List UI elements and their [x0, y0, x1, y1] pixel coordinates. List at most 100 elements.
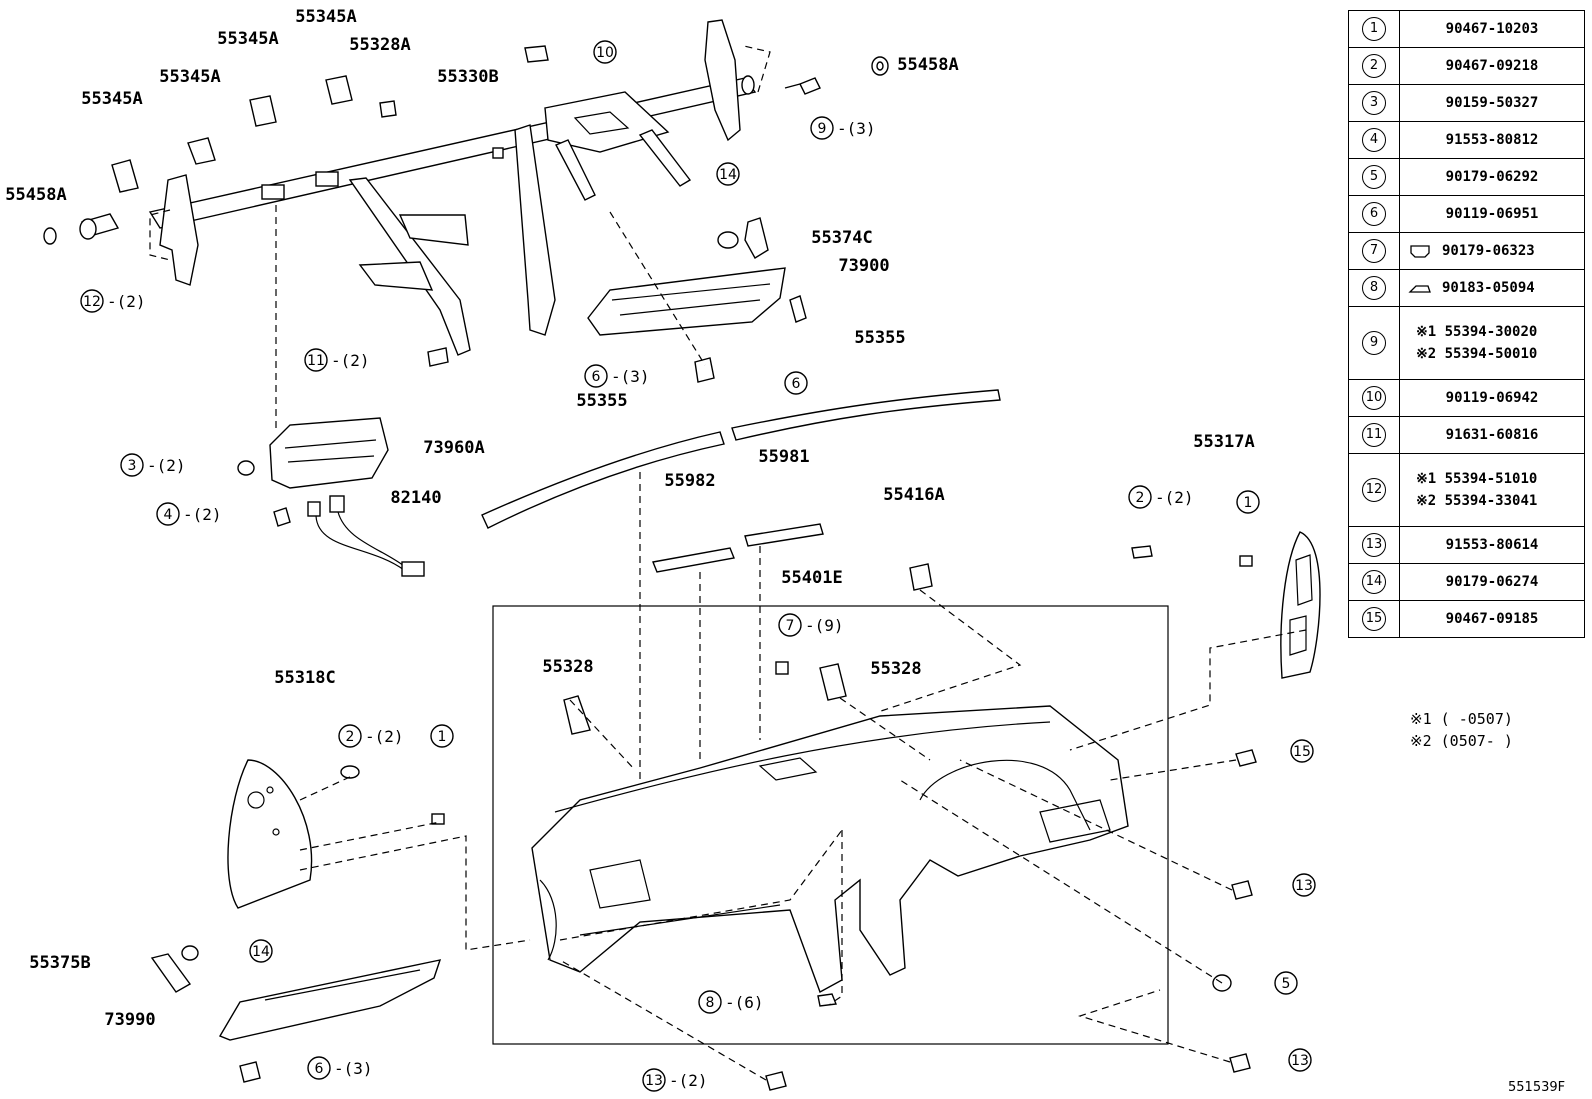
vent-55982 — [652, 547, 735, 573]
legend-part-cell: 90467-09218 — [1399, 47, 1585, 85]
callout-marker: 15 — [1290, 739, 1314, 763]
marker-circle — [1290, 739, 1314, 763]
marker-number: 12 — [83, 294, 101, 310]
legend-index-cell: 7 — [1348, 232, 1400, 270]
marker-number: 3 — [128, 458, 137, 474]
legend-part-cell: 91631-60816 — [1399, 416, 1585, 454]
legend-part-cell: 91553-80812 — [1399, 121, 1585, 159]
clip-8 — [817, 993, 837, 1007]
marker-circle — [156, 502, 180, 526]
legend-index: 9 — [1362, 331, 1386, 355]
marker-circle — [338, 724, 362, 748]
legend-part-cell: 90179-06323 — [1399, 232, 1585, 270]
callout-marker: 1 — [1236, 490, 1260, 514]
marker-number: 10 — [596, 45, 614, 61]
marker-circle — [304, 348, 328, 372]
note-range-1: ※1 ( -0507) — [1410, 710, 1513, 728]
callout-marker: 13 — [1288, 1048, 1312, 1072]
assembly-lines — [149, 45, 1307, 1081]
marker-quantity: -(3) — [334, 1059, 373, 1078]
marker-number: 15 — [1293, 744, 1311, 760]
legend-index: 2 — [1362, 54, 1386, 78]
lower-cover-73990 — [218, 959, 442, 1041]
marker-number: 11 — [307, 353, 325, 369]
legend-part-cell: 90179-06292 — [1399, 158, 1585, 196]
wire-harness-82140 — [307, 495, 425, 577]
figure-code: 551539F — [1508, 1080, 1566, 1095]
clip-2-right — [1131, 545, 1153, 559]
part-number-label: 55345A — [217, 29, 278, 49]
marker-quantity: -(3) — [611, 367, 650, 386]
marker-circle — [593, 40, 617, 64]
part-number-label: 55345A — [81, 89, 142, 109]
clip-55328-right — [819, 663, 847, 701]
nut-7 — [775, 661, 789, 675]
supersession-notes: ※1 ( -0507) ※2 (0507- ) — [1410, 708, 1513, 752]
clip-55345a-group — [111, 75, 397, 193]
marker-quantity: -(3) — [837, 119, 876, 138]
legend-index-cell: 4 — [1348, 121, 1400, 159]
callout-marker: 1 — [430, 724, 454, 748]
passenger-airbag-73960a — [269, 417, 389, 489]
legend-row: 12※1 55394-51010※2 55394-33041 — [1348, 453, 1585, 527]
legend-row: 15 90467-09185 — [1348, 600, 1585, 638]
legend-index: 14 — [1362, 570, 1386, 594]
legend-part-number: 90467-09185 — [1445, 611, 1539, 627]
legend-row: 7 90179-06323 — [1348, 232, 1585, 270]
legend-row: 4 91553-80812 — [1348, 121, 1585, 159]
note-range-2: ※2 (0507- ) — [1410, 732, 1513, 750]
legend-row: 10 90119-06942 — [1348, 379, 1585, 417]
clip-1-right — [1239, 555, 1253, 567]
legend-part-number: 91631-60816 — [1445, 427, 1539, 443]
side-panel-55317a — [1280, 531, 1321, 679]
part-number-label: 55401E — [781, 568, 842, 588]
part-number-label: 55374C — [811, 228, 872, 248]
legend-index-cell: 11 — [1348, 416, 1400, 454]
part-number-label: 55355 — [576, 391, 627, 411]
legend-index-cell: 13 — [1348, 526, 1400, 564]
legend-part-number: 90119-06942 — [1445, 390, 1539, 406]
marker-circle — [1288, 1048, 1312, 1072]
callout-marker: 5 — [1274, 971, 1298, 995]
side-panel-55318c — [227, 759, 313, 909]
marker-number: 1 — [1244, 495, 1253, 511]
marker-number: 5 — [1282, 976, 1291, 992]
bolt-4 — [273, 507, 291, 527]
legend-index: 4 — [1362, 128, 1386, 152]
clip-2-left — [340, 765, 360, 779]
legend-row: 2 90467-09218 — [1348, 47, 1585, 85]
safety-pad-box — [492, 605, 1169, 1045]
marker-number: 14 — [252, 944, 270, 960]
bracket-55374c — [744, 217, 769, 259]
callout-marker: 3-(2) — [120, 453, 186, 477]
legend-index: 15 — [1362, 607, 1386, 631]
legend-index: 10 — [1362, 386, 1386, 410]
legend-index: 1 — [1362, 17, 1386, 41]
marker-circle — [307, 1056, 331, 1080]
marker-number: 13 — [645, 1073, 663, 1089]
callout-marker: 12-(2) — [80, 289, 146, 313]
callout-marker: 13-(2) — [642, 1068, 708, 1092]
part-number-label: 82140 — [390, 488, 441, 508]
legend-index: 6 — [1362, 202, 1386, 226]
legend-part-number: 91553-80614 — [1445, 537, 1539, 553]
marker-circle — [1274, 971, 1298, 995]
marker-circle — [810, 116, 834, 140]
legend-part-number: 90159-50327 — [1445, 95, 1539, 111]
marker-circle — [430, 724, 454, 748]
marker-number: 6 — [315, 1061, 324, 1077]
marker-circle — [1292, 873, 1316, 897]
screw-6-right — [789, 295, 807, 323]
legend-index: 7 — [1362, 239, 1386, 263]
part-number-label: 55416A — [883, 485, 944, 505]
fasteners-upper — [524, 45, 821, 249]
part-number-label: 55375B — [29, 953, 90, 973]
legend-part-cell: 90467-09185 — [1399, 600, 1585, 638]
marker-circle — [1128, 485, 1152, 509]
screw-15 — [1235, 749, 1257, 767]
legend-index-cell: 1 — [1348, 10, 1400, 48]
strip-55355-left — [481, 431, 725, 529]
